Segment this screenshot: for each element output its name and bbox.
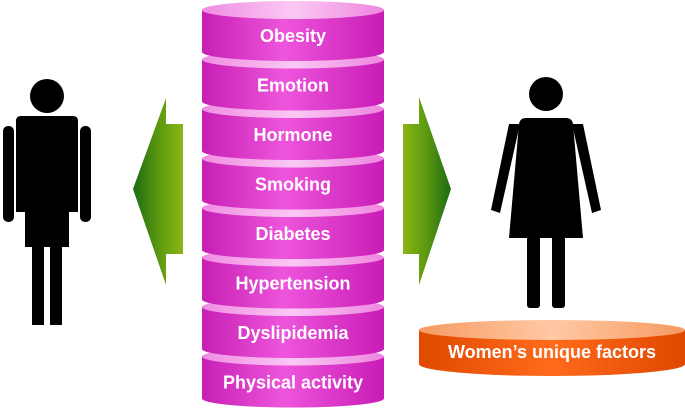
- factor-disc-side: [202, 10, 384, 61]
- factor-label: Dyslipidemia: [237, 323, 349, 343]
- womens-unique-factors-label: Women’s unique factors: [448, 342, 656, 362]
- factor-label: Diabetes: [255, 224, 330, 244]
- factor-disc-side: [202, 307, 384, 358]
- factor-disc-side: [202, 208, 384, 259]
- womens-unique-factors-platform: Women’s unique factors: [419, 320, 685, 376]
- factor-disc: Dyslipidemia: [202, 298, 384, 358]
- factor-disc: Obesity: [202, 1, 384, 61]
- factor-disc-side: [202, 59, 384, 111]
- factor-disc-side: [202, 257, 384, 309]
- factor-disc-side: [202, 158, 384, 210]
- arrow-left-icon: [133, 98, 183, 285]
- factor-label: Hormone: [253, 125, 332, 145]
- factor-disc-top: [202, 1, 384, 19]
- factor-label: Hypertension: [235, 274, 350, 294]
- female-figure-icon: [491, 77, 601, 308]
- risk-factor-stack: Physical activity Dyslipidemia Hypertensio…: [202, 1, 384, 408]
- factor-label: Obesity: [260, 26, 326, 46]
- male-figure-icon: [3, 79, 91, 325]
- factor-label: Emotion: [257, 76, 329, 96]
- factor-label: Physical activity: [223, 373, 363, 393]
- arrow-right-icon: [403, 97, 451, 285]
- factor-disc-side: [202, 109, 384, 160]
- factor-disc-side: [202, 356, 384, 408]
- factor-label: Smoking: [255, 175, 331, 195]
